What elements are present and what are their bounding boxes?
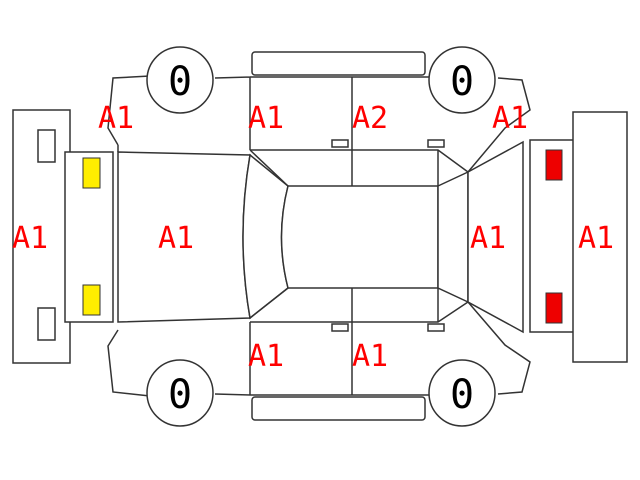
door-handle-top-front bbox=[331, 139, 349, 148]
label-front-fender-top: A1 bbox=[98, 101, 134, 136]
label-front-door-bottom: A1 bbox=[248, 339, 284, 374]
front-bumper-vent-bottom bbox=[37, 307, 56, 341]
side-silhouette-bottom bbox=[107, 301, 531, 397]
rear-lamp-right bbox=[545, 292, 563, 324]
wheel-front-right bbox=[146, 359, 214, 427]
tire-front-left-value: 0 bbox=[168, 59, 192, 105]
front-lamp-left bbox=[82, 157, 101, 189]
label-trunk: A1 bbox=[470, 221, 506, 256]
label-front-bumper: A1 bbox=[12, 221, 48, 256]
label-rear-door-top: A2 bbox=[352, 101, 388, 136]
label-hood: A1 bbox=[158, 221, 194, 256]
roof-rail-bottom bbox=[251, 396, 426, 421]
door-handle-bottom-front bbox=[331, 323, 349, 332]
side-silhouette-bottom-doors bbox=[249, 287, 439, 395]
tire-front-right-value: 0 bbox=[168, 372, 192, 418]
side-silhouette-top-doors bbox=[249, 77, 439, 187]
label-rear-door-bottom: A1 bbox=[352, 339, 388, 374]
tire-rear-right-value: 0 bbox=[450, 372, 474, 418]
label-front-door-top: A1 bbox=[248, 101, 284, 136]
front-bumper-vent-top bbox=[37, 129, 56, 163]
wheel-rear-left bbox=[428, 46, 496, 114]
wheel-front-left bbox=[146, 46, 214, 114]
door-handle-top-rear bbox=[427, 139, 445, 148]
wheel-rear-right bbox=[428, 359, 496, 427]
label-rear-bumper: A1 bbox=[578, 221, 614, 256]
rear-lamp-left bbox=[545, 149, 563, 181]
rear-window bbox=[437, 170, 469, 304]
rear-bumper bbox=[572, 111, 628, 363]
tire-rear-left-value: 0 bbox=[450, 59, 474, 105]
front-lamp-right bbox=[82, 284, 101, 316]
label-rear-quarter-top: A1 bbox=[492, 101, 528, 136]
door-handle-bottom-rear bbox=[427, 323, 445, 332]
side-silhouette-top bbox=[107, 75, 531, 173]
roof-rail-top bbox=[251, 51, 426, 76]
roof bbox=[280, 185, 439, 289]
trunk bbox=[467, 140, 524, 334]
